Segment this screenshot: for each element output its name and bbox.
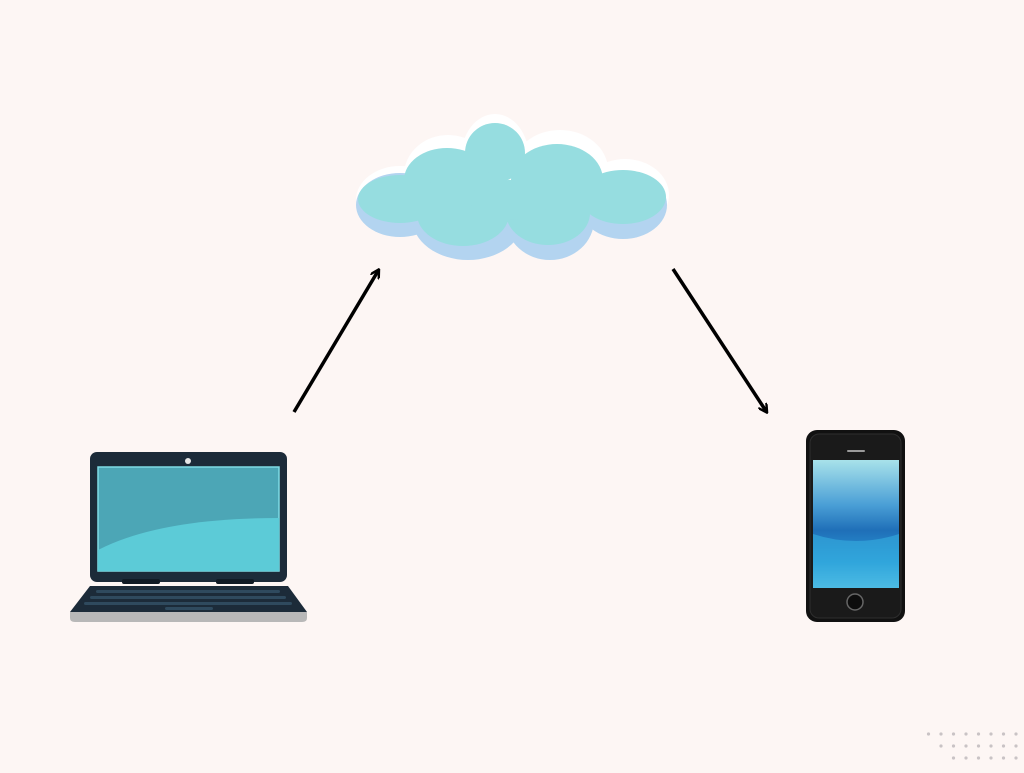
decor-dot: [964, 744, 968, 748]
decor-dot: [989, 756, 993, 760]
decor-dot: [1001, 744, 1006, 748]
decor-dot: [951, 732, 956, 736]
decor-dot: [951, 756, 956, 760]
laptop-icon: [70, 452, 307, 622]
arrow-cloud-to-phone: [671, 268, 766, 411]
decor-dot: [951, 744, 956, 748]
decor-dot: [1001, 732, 1006, 736]
arrow-laptop-to-cloud: [292, 271, 378, 413]
dot-grid-pattern: [926, 732, 1018, 760]
decor-dot: [1014, 744, 1018, 748]
decor-dot: [976, 744, 981, 748]
cloud-icon: [356, 114, 669, 260]
decor-dot: [1014, 756, 1018, 760]
decor-dot: [976, 756, 981, 760]
decor-dot: [964, 756, 968, 760]
decor-dot: [989, 744, 993, 748]
decor-dot: [939, 744, 943, 748]
decor-dot: [1014, 732, 1018, 736]
decor-dot: [976, 732, 981, 736]
decor-dot: [926, 732, 931, 736]
decor-dot: [964, 732, 968, 736]
decor-dot: [1001, 756, 1006, 760]
smartphone-icon: [806, 430, 905, 622]
decor-dot: [939, 732, 943, 736]
decor-dot: [989, 732, 993, 736]
